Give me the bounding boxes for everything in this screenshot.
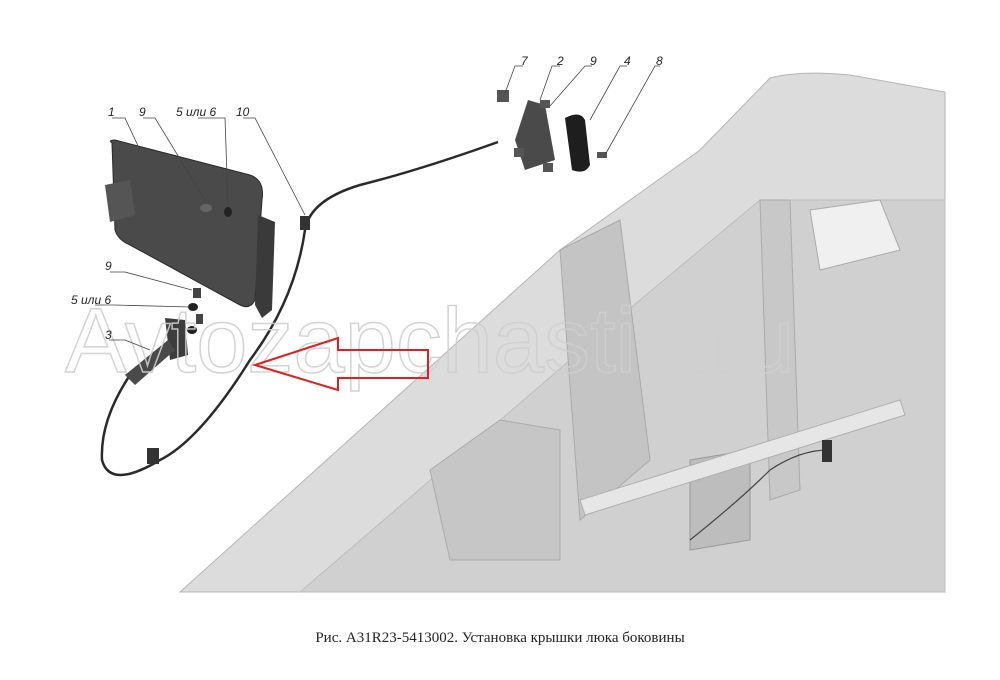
callout-8: 8 — [656, 54, 663, 68]
pointer-arrow — [251, 336, 429, 392]
callout-9: 9 — [139, 105, 146, 119]
leader-lines — [95, 65, 660, 351]
callout-2: 2 — [556, 54, 564, 68]
callout-7: 7 — [521, 54, 529, 68]
fasteners — [187, 288, 203, 334]
release-cable — [100, 140, 499, 477]
watermark: Avtozapchasti9.ru — [65, 290, 795, 392]
callout-4: 4 — [624, 54, 631, 68]
cable-clip — [147, 448, 159, 464]
callout-3: 3 — [105, 328, 112, 342]
fuel-door — [105, 139, 275, 318]
callout-10: 10 — [236, 105, 250, 119]
hinge-part — [125, 318, 188, 385]
callout-1: 1 — [108, 105, 115, 119]
callout-5-or-6: 5 или 6 — [71, 293, 111, 307]
figure-caption: Рис. A31R23-5413002. Установка крышки лю… — [315, 630, 685, 646]
cable-clip — [300, 216, 310, 230]
vehicle-body — [178, 72, 946, 593]
lock-assembly — [497, 90, 607, 172]
callout-9: 9 — [590, 54, 597, 68]
callout-5-or-6: 5 или 6 — [176, 105, 216, 119]
callout-9: 9 — [105, 259, 112, 273]
